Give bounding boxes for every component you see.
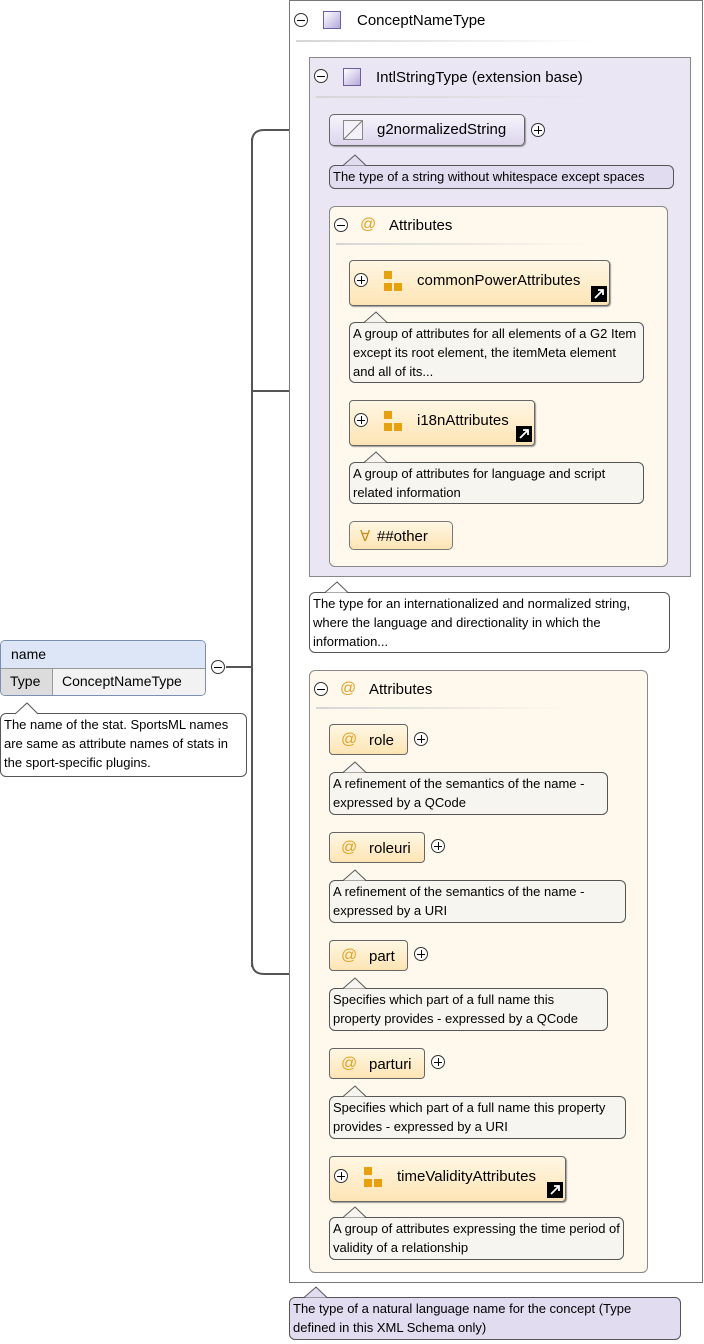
- base-type-label: g2normalizedString: [377, 121, 507, 138]
- divider: [296, 40, 596, 42]
- attribute-group-label: timeValidityAttributes: [397, 1168, 536, 1185]
- attribute-group-label: i18nAttributes: [417, 412, 509, 429]
- note-tail: [304, 1286, 328, 1298]
- collapse-icon[interactable]: [211, 660, 225, 674]
- collapse-icon[interactable]: [314, 69, 328, 83]
- element-name-box[interactable]: name Type ConceptNameType: [0, 640, 206, 696]
- attribute-icon: @: [340, 680, 357, 697]
- element-name-doc: The name of the stat. SportsML names are…: [0, 713, 247, 777]
- connector-root: [226, 666, 252, 668]
- element-name-label: name: [11, 646, 47, 662]
- attribute-group-icon-part: [364, 1179, 372, 1187]
- divider: [336, 243, 586, 245]
- attribute-doc: A refinement of the semantics of the nam…: [329, 772, 608, 815]
- attribute-group-icon-part: [384, 283, 392, 291]
- note-tail: [364, 311, 388, 323]
- attribute-label: role: [369, 732, 395, 749]
- collapse-icon[interactable]: [314, 682, 328, 696]
- note-tail: [343, 1085, 367, 1097]
- element-type-label-cell: Type: [1, 669, 53, 695]
- note-tail: [364, 451, 388, 463]
- attribute-label: parturi: [369, 1056, 412, 1073]
- expand-icon[interactable]: [354, 413, 368, 427]
- attribute-label: roleuri: [369, 840, 411, 857]
- reference-arrow-icon[interactable]: [591, 286, 607, 302]
- attributes-title: Attributes: [389, 217, 453, 234]
- collapse-icon[interactable]: [334, 218, 348, 232]
- complex-type-icon: [343, 68, 361, 86]
- attribute-group-icon-part: [384, 423, 392, 431]
- note-tail: [325, 581, 349, 593]
- attribute-group-icon: [384, 271, 392, 279]
- attribute-group-icon-part: [394, 283, 402, 291]
- attribute-part[interactable]: [329, 940, 408, 971]
- attribute-group-doc: A group of attributes expressing the tim…: [329, 1217, 624, 1260]
- base-type-doc: The type of a string without whitespace …: [329, 165, 674, 189]
- attribute-group-time-validity[interactable]: [329, 1156, 566, 1202]
- attribute-icon: @: [341, 947, 358, 964]
- divider: [316, 707, 566, 709]
- expand-icon[interactable]: [414, 947, 428, 961]
- attribute-group-icon: [384, 411, 392, 419]
- attribute-icon: @: [341, 1055, 358, 1072]
- note-tail: [343, 869, 367, 881]
- extension-title: IntlStringType (extension base): [376, 69, 583, 86]
- attribute-group-doc: A group of attributes for all elements o…: [349, 322, 644, 383]
- attribute-roleuri[interactable]: [329, 832, 425, 863]
- expand-icon[interactable]: [334, 1169, 348, 1183]
- note-tail: [343, 761, 367, 773]
- note-tail: [15, 702, 39, 715]
- connector-trunk: [251, 138, 253, 967]
- attribute-group-i18n[interactable]: [349, 400, 535, 446]
- attribute-group-common-power[interactable]: [349, 260, 610, 306]
- simple-type-icon: [343, 120, 363, 140]
- element-type-value-cell: ConceptNameType: [53, 669, 205, 695]
- expand-icon[interactable]: [414, 732, 428, 746]
- any-attribute-box[interactable]: [349, 521, 453, 550]
- any-attribute-label: ##other: [377, 528, 428, 545]
- element-name-header: name: [1, 641, 205, 669]
- note-tail: [343, 1206, 367, 1218]
- attribute-group-icon-part: [394, 423, 402, 431]
- attribute-doc: Specifies which part of a full name this…: [329, 988, 608, 1031]
- attribute-doc: Specifies which part of a full name this…: [329, 1096, 626, 1139]
- attribute-doc: A refinement of the semantics of the nam…: [329, 880, 626, 923]
- reference-arrow-icon[interactable]: [547, 1182, 563, 1198]
- expand-icon[interactable]: [531, 123, 545, 137]
- expand-icon[interactable]: [354, 273, 368, 287]
- any-attribute-symbol: ∀: [360, 528, 371, 545]
- reference-arrow-icon[interactable]: [516, 426, 532, 442]
- attribute-group-icon-part: [374, 1179, 382, 1187]
- attribute-icon: @: [341, 839, 358, 856]
- note-tail: [343, 154, 367, 166]
- note-tail: [343, 977, 367, 989]
- expand-icon[interactable]: [431, 1055, 445, 1069]
- attribute-parturi[interactable]: [329, 1048, 425, 1079]
- attribute-icon: @: [360, 216, 377, 233]
- concept-type-title: ConceptNameType: [357, 12, 486, 29]
- attribute-group-doc: A group of attributes for language and s…: [349, 462, 644, 504]
- attribute-group-label: commonPowerAttributes: [417, 272, 581, 289]
- extension-doc: The type for an internationalized and no…: [309, 592, 670, 653]
- attribute-label: part: [369, 948, 395, 965]
- attribute-role[interactable]: [329, 724, 408, 755]
- divider: [316, 96, 601, 98]
- collapse-icon[interactable]: [294, 13, 308, 27]
- attribute-icon: @: [341, 731, 358, 748]
- attributes-title: Attributes: [369, 681, 433, 698]
- complex-type-icon: [323, 11, 341, 29]
- attribute-group-icon: [364, 1167, 372, 1175]
- concept-type-doc: The type of a natural language name for …: [289, 1297, 681, 1340]
- expand-icon[interactable]: [431, 839, 445, 853]
